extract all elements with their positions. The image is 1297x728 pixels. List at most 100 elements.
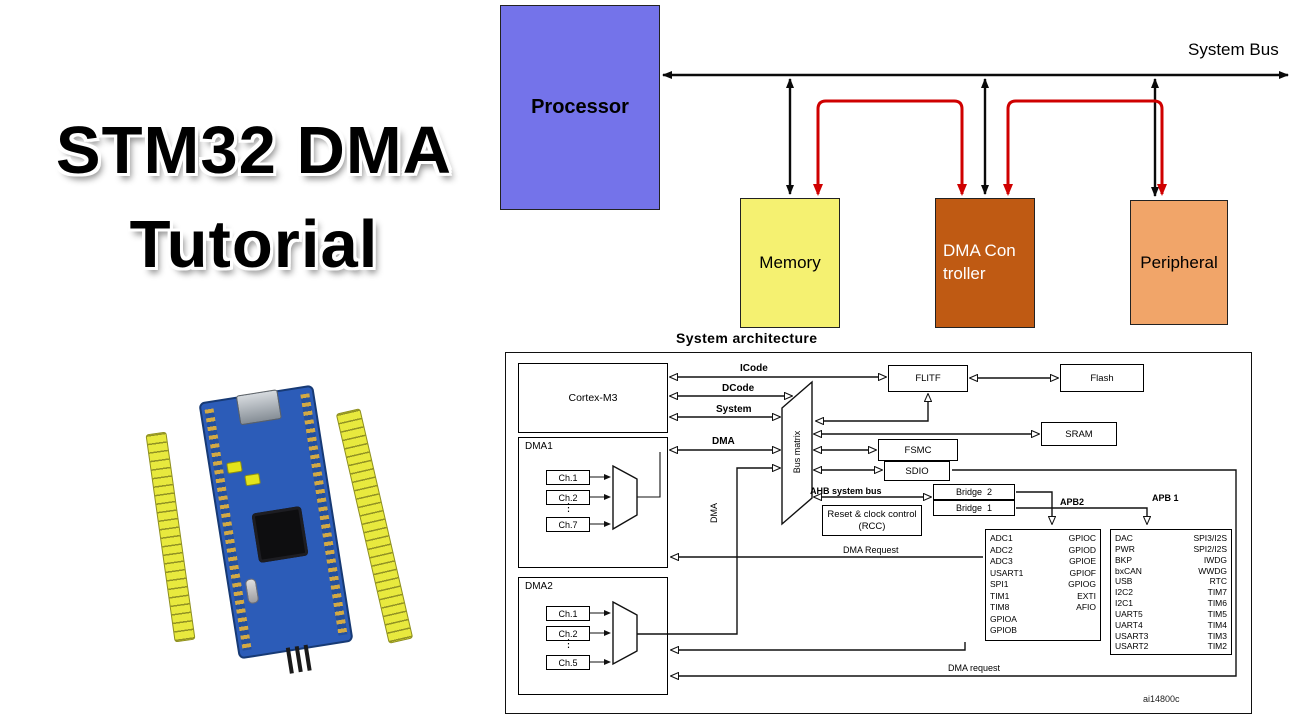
stm32-pcb	[198, 384, 354, 674]
bridge2-box: Bridge 2	[933, 484, 1015, 500]
apb1-peripheral: bxCAN	[1115, 565, 1142, 576]
apb1-peripheral: USB	[1115, 576, 1133, 587]
system-label: System	[716, 404, 752, 415]
debug-pin	[303, 644, 312, 671]
dma1-channel-7: Ch.7	[546, 517, 590, 532]
crystal-oscillator	[244, 577, 260, 605]
dma2-channel-ellipsis: ⋮	[563, 638, 574, 650]
apb1-peripheral: BKP	[1115, 554, 1133, 565]
dma1-channel-ellipsis: ⋮	[563, 502, 574, 514]
dma1-label: DMA1	[525, 441, 553, 452]
apb1-peripheral: RTC	[1209, 576, 1227, 587]
apb1-peripheral: UART5	[1115, 608, 1143, 619]
usb-connector	[235, 389, 282, 426]
apb1-peripheral: I2C2	[1115, 587, 1133, 598]
dma1-channel-2: Ch.2	[546, 490, 590, 505]
apb2-peripheral: ADC1	[990, 533, 1013, 543]
apb1-peripheral: DAC	[1115, 533, 1133, 543]
apb1-peripheral: SPI3/I2S	[1193, 533, 1227, 543]
apb2-peripheral: GPIOE	[1069, 556, 1096, 567]
apb1-peripheral: I2C1	[1115, 598, 1133, 609]
ahb-system-bus-label: AHB system bus	[810, 486, 882, 496]
flitf-box: FLITF	[888, 365, 968, 392]
dma-request-upper-label: DMA Request	[843, 545, 899, 555]
dma1-box: DMA1	[518, 437, 668, 568]
apb2-label: APB2	[1060, 497, 1085, 507]
bridge2-label: Bridge 2	[955, 487, 993, 497]
apb1-peripheral: USART3	[1115, 630, 1149, 641]
mcu-chip	[251, 505, 309, 564]
apb1-peripheral: TIM2	[1207, 641, 1227, 652]
apb1-peripheral: TIM3	[1207, 630, 1227, 641]
dma2-channel-5: Ch.5	[546, 655, 590, 670]
channel-label: Ch.1	[558, 608, 578, 619]
apb1-peripheral: WWDG	[1198, 565, 1227, 576]
dma2-label: DMA2	[525, 581, 553, 592]
cortex-m3-box: Cortex-M3	[518, 363, 668, 433]
boot-jumper	[226, 460, 243, 474]
channel-label: Ch.7	[558, 519, 578, 530]
apb1-peripheral: TIM7	[1207, 587, 1227, 598]
dma-controller-label: DMA Con troller	[943, 241, 1016, 283]
dma-controller-box: DMA Con troller	[935, 198, 1035, 328]
memory-box: Memory	[740, 198, 840, 328]
sram-box: SRAM	[1041, 422, 1117, 446]
bridge1-label: Bridge 1	[955, 503, 993, 513]
flitf-label: FLITF	[915, 373, 941, 384]
apb1-peripheral: IWDG	[1203, 554, 1227, 565]
dma-request-lower-label: DMA request	[948, 663, 1001, 673]
channel-label: Ch.5	[558, 657, 578, 668]
cortex-m3-label: Cortex-M3	[568, 392, 618, 404]
peripheral-box: Peripheral	[1130, 200, 1228, 325]
pin-header-strip-left	[145, 431, 196, 643]
processor-box: Processor	[500, 5, 660, 210]
apb2-peripheral: SPI1	[990, 579, 1009, 590]
apb2-peripheral: ADC2	[990, 544, 1013, 555]
dma2-channel-1: Ch.1	[546, 606, 590, 621]
rcc-label: Reset & clock control (RCC)	[827, 508, 917, 532]
apb2-peripheral: TIM1	[990, 590, 1010, 601]
debug-pin	[294, 645, 303, 673]
apb2-peripheral: GPIOF	[1069, 567, 1096, 578]
system-bus-label: System Bus	[1188, 40, 1279, 59]
architecture-title: System architecture	[676, 330, 818, 346]
boot-jumper	[244, 473, 261, 487]
figure-reference: ai14800c	[1143, 694, 1180, 704]
peripheral-label: Peripheral	[1140, 252, 1218, 272]
apb1-peripheral: UART4	[1115, 619, 1143, 630]
dma2-channel-2: Ch.2	[546, 626, 590, 641]
apb1-peripheral: TIM4	[1207, 619, 1227, 630]
flash-box: Flash	[1060, 364, 1144, 392]
debug-pin	[285, 647, 294, 674]
apb1-peripheral: PWR	[1115, 543, 1135, 554]
apb1-peripheral: USART2	[1115, 641, 1149, 652]
stm32-board-photo	[138, 382, 474, 674]
apb2-peripheral: USART1	[990, 567, 1024, 578]
dcode-label: DCode	[722, 383, 755, 394]
channel-label: Ch.2	[558, 628, 578, 639]
sram-label: SRAM	[1065, 428, 1093, 440]
apb2-peripheral: GPIOA	[990, 613, 1017, 624]
dma1-bus-label: DMA	[712, 436, 735, 447]
fsmc-label: FSMC	[904, 444, 932, 456]
fsmc-box: FSMC	[878, 439, 958, 461]
dma2-box: DMA2	[518, 577, 668, 695]
title-line-1: STM32 DMA	[55, 113, 453, 188]
dma1-channel-1: Ch.1	[546, 470, 590, 485]
apb2-peripheral: GPIOB	[990, 625, 1017, 636]
title-line-2: Tutorial	[129, 207, 379, 283]
apb2-peripheral: AFIO	[1076, 602, 1096, 613]
dma2-vertical-bus-label: DMA	[709, 503, 719, 523]
icode-label: ICode	[740, 363, 768, 374]
dma-memory-transfer-arrow	[813, 99, 967, 196]
bus-matrix-label: Bus matrix	[792, 430, 802, 474]
apb1-peripheral: TIM5	[1207, 608, 1227, 619]
apb2-peripheral: ADC3	[990, 556, 1013, 567]
apb1-peripheral: TIM6	[1207, 598, 1227, 609]
apb2-peripheral: EXTI	[1077, 590, 1096, 601]
